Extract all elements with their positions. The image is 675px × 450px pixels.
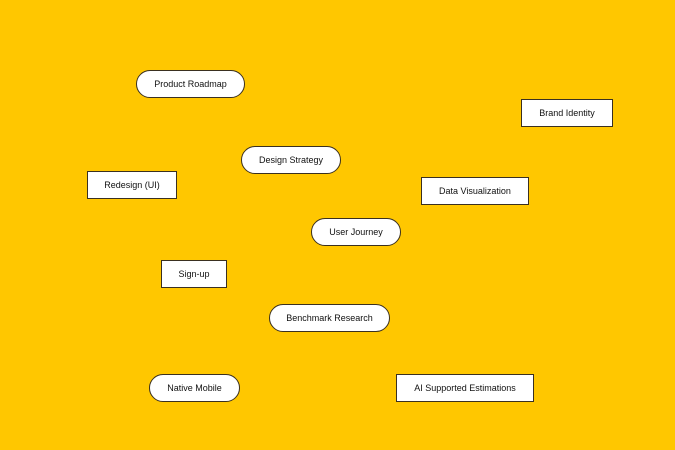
node-sign-up[interactable]: Sign-up bbox=[161, 260, 227, 288]
node-product-roadmap[interactable]: Product Roadmap bbox=[136, 70, 245, 98]
node-benchmark-research[interactable]: Benchmark Research bbox=[269, 304, 390, 332]
node-user-journey[interactable]: User Journey bbox=[311, 218, 401, 246]
node-redesign-ui[interactable]: Redesign (UI) bbox=[87, 171, 177, 199]
node-design-strategy[interactable]: Design Strategy bbox=[241, 146, 341, 174]
node-ai-supported-estimations[interactable]: AI Supported Estimations bbox=[396, 374, 534, 402]
node-brand-identity[interactable]: Brand Identity bbox=[521, 99, 613, 127]
node-data-visualization[interactable]: Data Visualization bbox=[421, 177, 529, 205]
node-native-mobile[interactable]: Native Mobile bbox=[149, 374, 240, 402]
